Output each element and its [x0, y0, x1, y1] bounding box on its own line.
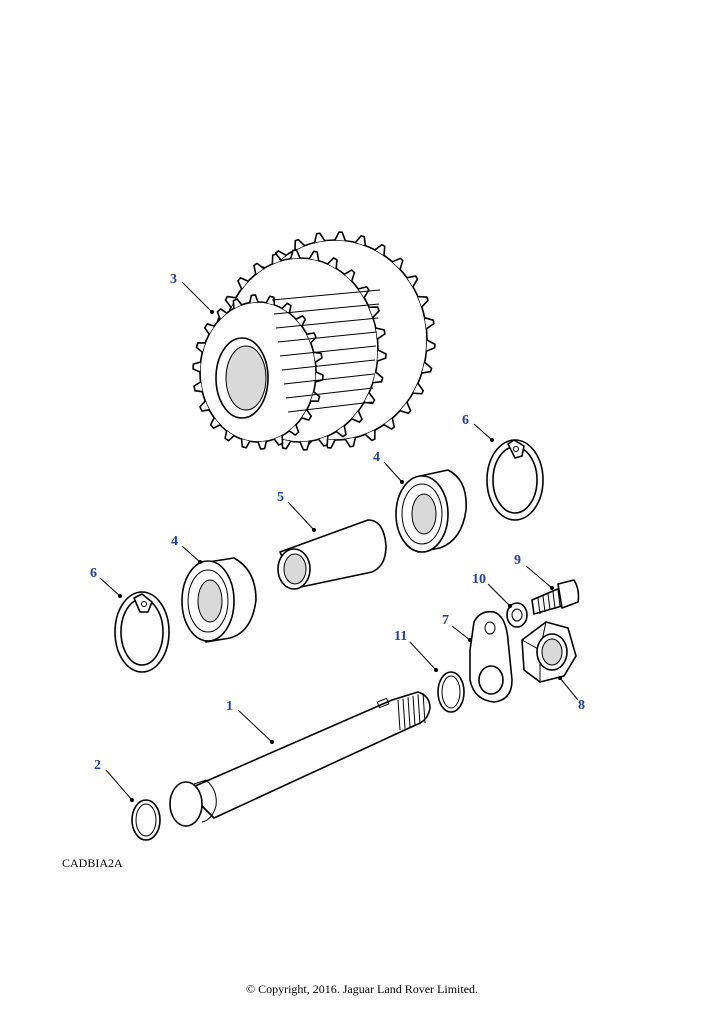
washer	[506, 602, 528, 628]
circlip-lower	[114, 591, 170, 673]
spacer-tube	[277, 519, 387, 590]
callout-9: 9	[514, 553, 521, 568]
callout-4-lower: 4	[171, 534, 178, 549]
circlip-upper	[486, 439, 544, 521]
callout-11: 11	[394, 629, 407, 644]
layshaft	[169, 691, 431, 827]
o-ring-shaft	[131, 799, 161, 841]
o-ring-small	[437, 671, 465, 713]
callout-8: 8	[578, 698, 585, 713]
needle-bearing-upper	[395, 469, 467, 553]
cluster-gear	[192, 231, 436, 451]
callout-10: 10	[472, 572, 486, 587]
callout-5: 5	[277, 490, 284, 505]
copyright-notice: © Copyright, 2016. Jaguar Land Rover Lim…	[245, 982, 479, 996]
hex-nut	[521, 621, 577, 683]
leader-lines	[99, 281, 579, 802]
callout-3: 3	[170, 272, 177, 287]
callout-labels: 3 6 4 5 4 6 9 10 7 11 8 1 2	[90, 272, 585, 773]
locating-plate	[469, 610, 513, 703]
callout-6-upper: 6	[462, 413, 469, 428]
callout-4-upper: 4	[373, 450, 380, 465]
figure-code: CADBIA2A	[62, 856, 123, 870]
callout-6-lower: 6	[90, 566, 97, 581]
bolt	[531, 579, 580, 615]
needle-bearing-lower	[181, 557, 257, 643]
callout-1: 1	[226, 699, 233, 714]
callout-2: 2	[94, 758, 101, 773]
callout-7: 7	[442, 613, 449, 628]
